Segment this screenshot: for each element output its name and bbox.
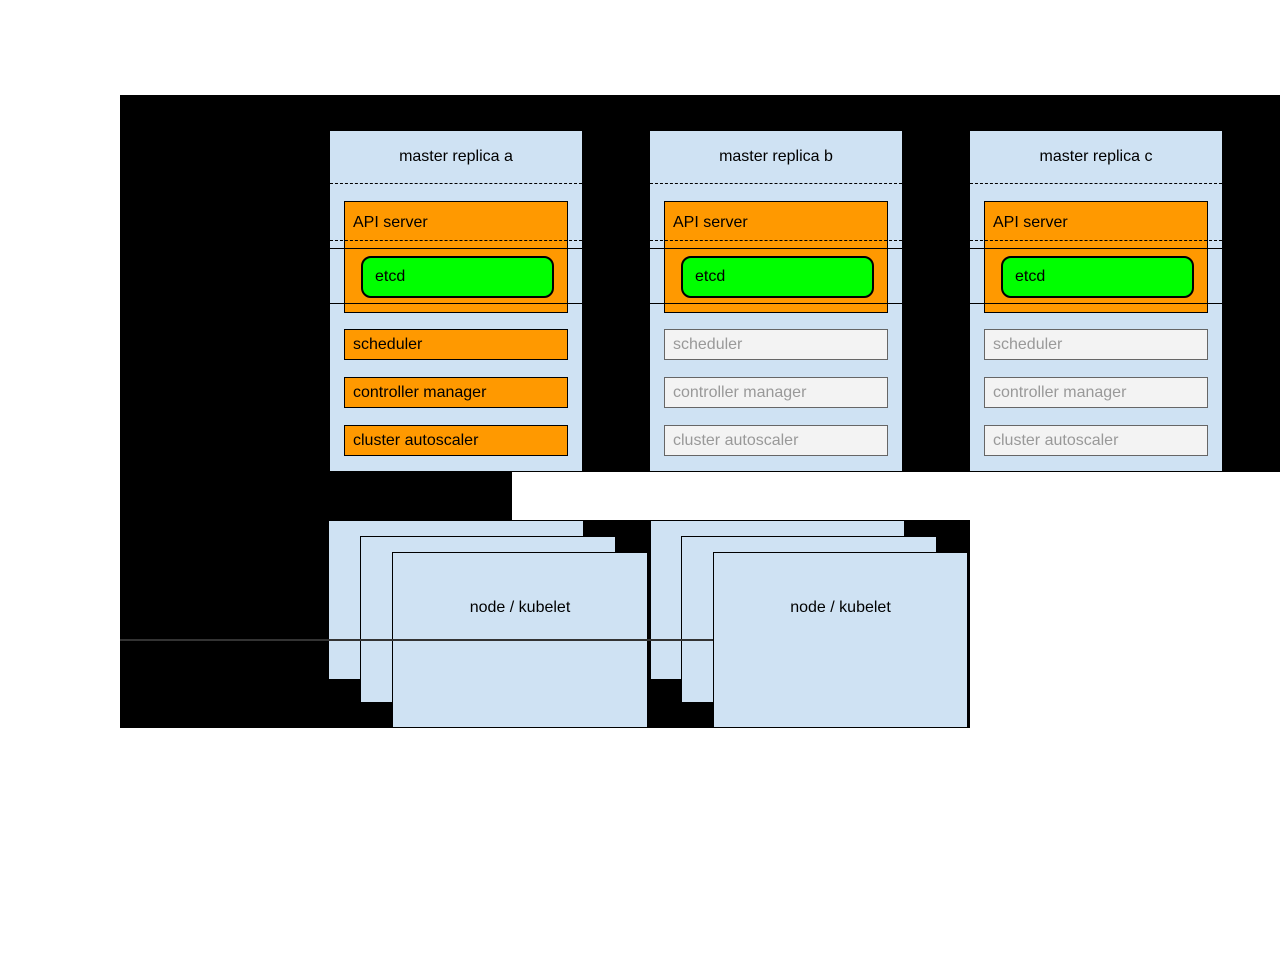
drawing-background-left — [120, 472, 512, 520]
etcd-box: etcd — [361, 256, 554, 298]
api-server-label: API server — [673, 214, 748, 231]
solid-divider-line — [330, 303, 582, 304]
etcd-label: etcd — [695, 268, 726, 285]
controller-manager-box: controller manager — [344, 377, 568, 408]
controller-manager-box: controller manager — [984, 377, 1208, 408]
solid-divider-line — [330, 248, 582, 249]
master-replica-b-box: master replica b API server etcd schedul… — [649, 130, 903, 472]
etcd-box: etcd — [1001, 256, 1194, 298]
api-server-label: API server — [353, 214, 428, 231]
dashed-divider-line — [970, 240, 1222, 241]
scheduler-box: scheduler — [664, 329, 888, 360]
cluster-autoscaler-box: cluster autoscaler — [664, 425, 888, 456]
etcd-label: etcd — [375, 268, 406, 285]
master-title: master replica b — [719, 148, 833, 165]
controller-manager-box: controller manager — [664, 377, 888, 408]
dashed-divider-line — [970, 183, 1222, 184]
scheduler-box: scheduler — [344, 329, 568, 360]
master-replica-c-box: master replica c API server etcd schedul… — [969, 130, 1223, 472]
solid-divider-line — [970, 248, 1222, 249]
etcd-box: etcd — [681, 256, 874, 298]
dashed-divider-line — [650, 240, 902, 241]
horizontal-connector-line — [120, 639, 713, 641]
etcd-label: etcd — [1015, 268, 1046, 285]
solid-divider-line — [970, 303, 1222, 304]
solid-divider-line — [650, 303, 902, 304]
master-title: master replica a — [399, 148, 513, 165]
api-server-label: API server — [993, 214, 1068, 231]
node-box-front: node / kubelet — [713, 552, 968, 728]
dashed-divider-line — [330, 240, 582, 241]
cluster-autoscaler-box: cluster autoscaler — [984, 425, 1208, 456]
dashed-divider-line — [330, 183, 582, 184]
cluster-autoscaler-box: cluster autoscaler — [344, 425, 568, 456]
node-label: node / kubelet — [790, 599, 891, 616]
node-label: node / kubelet — [469, 599, 571, 616]
solid-divider-line — [650, 248, 902, 249]
dashed-divider-line — [650, 183, 902, 184]
master-title: master replica c — [1039, 148, 1153, 165]
scheduler-box: scheduler — [984, 329, 1208, 360]
master-replica-a-box: master replica a API server etcd schedul… — [329, 130, 583, 472]
